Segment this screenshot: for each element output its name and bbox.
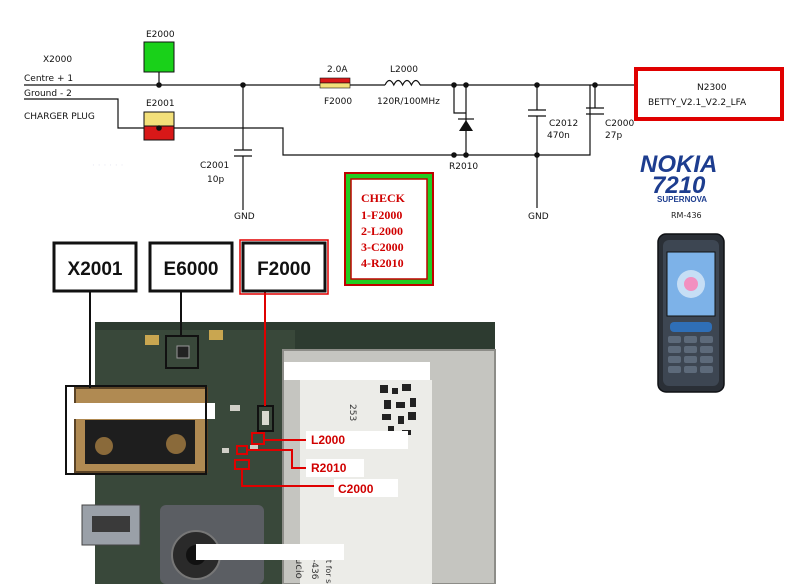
nokia-model: 7210 [652, 172, 706, 199]
junction [156, 82, 162, 88]
junction [463, 152, 469, 158]
smd-part [222, 448, 229, 453]
gnd-label-2: GND [528, 212, 549, 222]
connector-pin2: Ground - 2 [24, 89, 72, 99]
inductor-symbol [384, 79, 421, 87]
n2300-box [634, 67, 784, 121]
phone-code: RM-436 [671, 211, 702, 220]
l2000-callout: L2000 [311, 433, 345, 447]
check-inner [350, 178, 428, 280]
pcb-photo: RM-436 ot for sale ucio 253 [0, 322, 496, 584]
junction [156, 125, 162, 131]
e6000-part [176, 345, 190, 359]
x2001-pin [166, 434, 186, 454]
nokia-edition: SUPERNOVA [657, 195, 707, 204]
junction [534, 152, 540, 158]
c2012-value: 470n [547, 131, 570, 141]
nokia-brand: NOKIA [640, 151, 717, 178]
usb-port [81, 504, 141, 546]
check-title: CHECK [361, 191, 406, 205]
r2010-callout-box [306, 459, 364, 477]
mask-strip [196, 544, 344, 560]
fuse-ref: F2000 [324, 97, 352, 107]
phone-image [657, 233, 725, 393]
c2000-ref: C2000 [605, 119, 634, 129]
x2001-label: X2001 [68, 259, 123, 280]
l2000-highlight [251, 432, 265, 445]
c2001-symbol [234, 85, 252, 210]
junction [451, 152, 457, 158]
c2001-value: 10p [207, 175, 224, 185]
c2012-symbol [528, 85, 546, 208]
check-box: CHECK 1-F2000 2-L2000 3-C2000 4-R2010 [344, 172, 434, 286]
check-item: 3-C2000 [361, 240, 404, 254]
leader-lines [89, 292, 334, 487]
pcb-pad [209, 330, 223, 340]
phone-keypad [668, 336, 713, 373]
f2000-label-outline [239, 239, 329, 295]
mask-strip [72, 403, 215, 419]
e2001-label: E2001 [146, 99, 175, 109]
connector-pin1: Centre + 1 [24, 74, 73, 84]
pcb-white-corner [0, 520, 95, 584]
gnd-label-1: GND [234, 212, 255, 222]
inductor-value: 120R/100MHz [377, 97, 440, 107]
screen-graphic-center [684, 277, 698, 291]
fuse-body-top [319, 77, 351, 84]
c2001-ref: C2001 [200, 161, 229, 171]
check-item: 4-R2010 [361, 256, 404, 270]
check-item: 1-F2000 [361, 208, 402, 222]
c2000-value: 27p [605, 131, 622, 141]
mask-strip [284, 362, 430, 380]
usb-port-slot [92, 516, 130, 532]
e2001-pad-top [143, 111, 175, 127]
r2010-leader [247, 449, 306, 469]
e2000-label: E2000 [146, 30, 175, 40]
smd-part [230, 405, 240, 411]
c2000-callout: C2000 [338, 482, 374, 496]
n2300-name: BETTY_V2.1_V2.2_LFA [648, 98, 747, 108]
sticker-notice: ot for sale [324, 555, 333, 584]
ghost-text: · · · · · · [92, 161, 123, 171]
x2001-pin [95, 437, 113, 455]
e6000-label-box [148, 241, 234, 293]
n2300-ref: N2300 [697, 83, 727, 93]
fuse-rating: 2.0A [327, 65, 348, 75]
diode-wire [453, 85, 467, 155]
diode-symbol [459, 120, 473, 131]
x2001-label-box [52, 241, 138, 293]
c2000-callout-box [334, 479, 398, 497]
check-item: 2-L2000 [361, 224, 403, 238]
pcb-pad [145, 335, 159, 345]
phone-nav-keys [670, 322, 712, 332]
sticker-number: 253 [347, 404, 357, 421]
ground-wire [24, 85, 591, 156]
r2010-callout: R2010 [311, 461, 347, 475]
e2000-pad [143, 41, 175, 73]
nokia-logo: NOKIA 7210 SUPERNOVA RM-436 [640, 151, 717, 220]
f2000-label-box [241, 241, 327, 293]
e6000-label: E6000 [164, 259, 219, 280]
l2000-callout-box [306, 431, 408, 449]
inductor-ref: L2000 [390, 65, 418, 75]
x2001-highlight [65, 385, 207, 475]
c2012-ref: C2012 [549, 119, 578, 129]
board-labels: X2001 E6000 F2000 L2000 R2010 C2000 [52, 239, 408, 497]
f2000-label: F2000 [257, 259, 311, 280]
schematic: X2000 Centre + 1 Ground - 2 CHARGER PLUG… [24, 30, 784, 222]
sticker-model: RM-436 [309, 545, 319, 580]
charger-plug-label: CHARGER PLUG [24, 112, 95, 122]
connector-ref: X2000 [43, 55, 72, 65]
f2000-part [262, 411, 269, 425]
r2010-label: R2010 [449, 162, 478, 172]
smd-part [250, 445, 258, 450]
c2000-leader [241, 469, 334, 487]
c2000-symbol [586, 85, 604, 115]
sticker-text: ucio [293, 558, 304, 579]
fuse-body-bottom [319, 82, 351, 89]
